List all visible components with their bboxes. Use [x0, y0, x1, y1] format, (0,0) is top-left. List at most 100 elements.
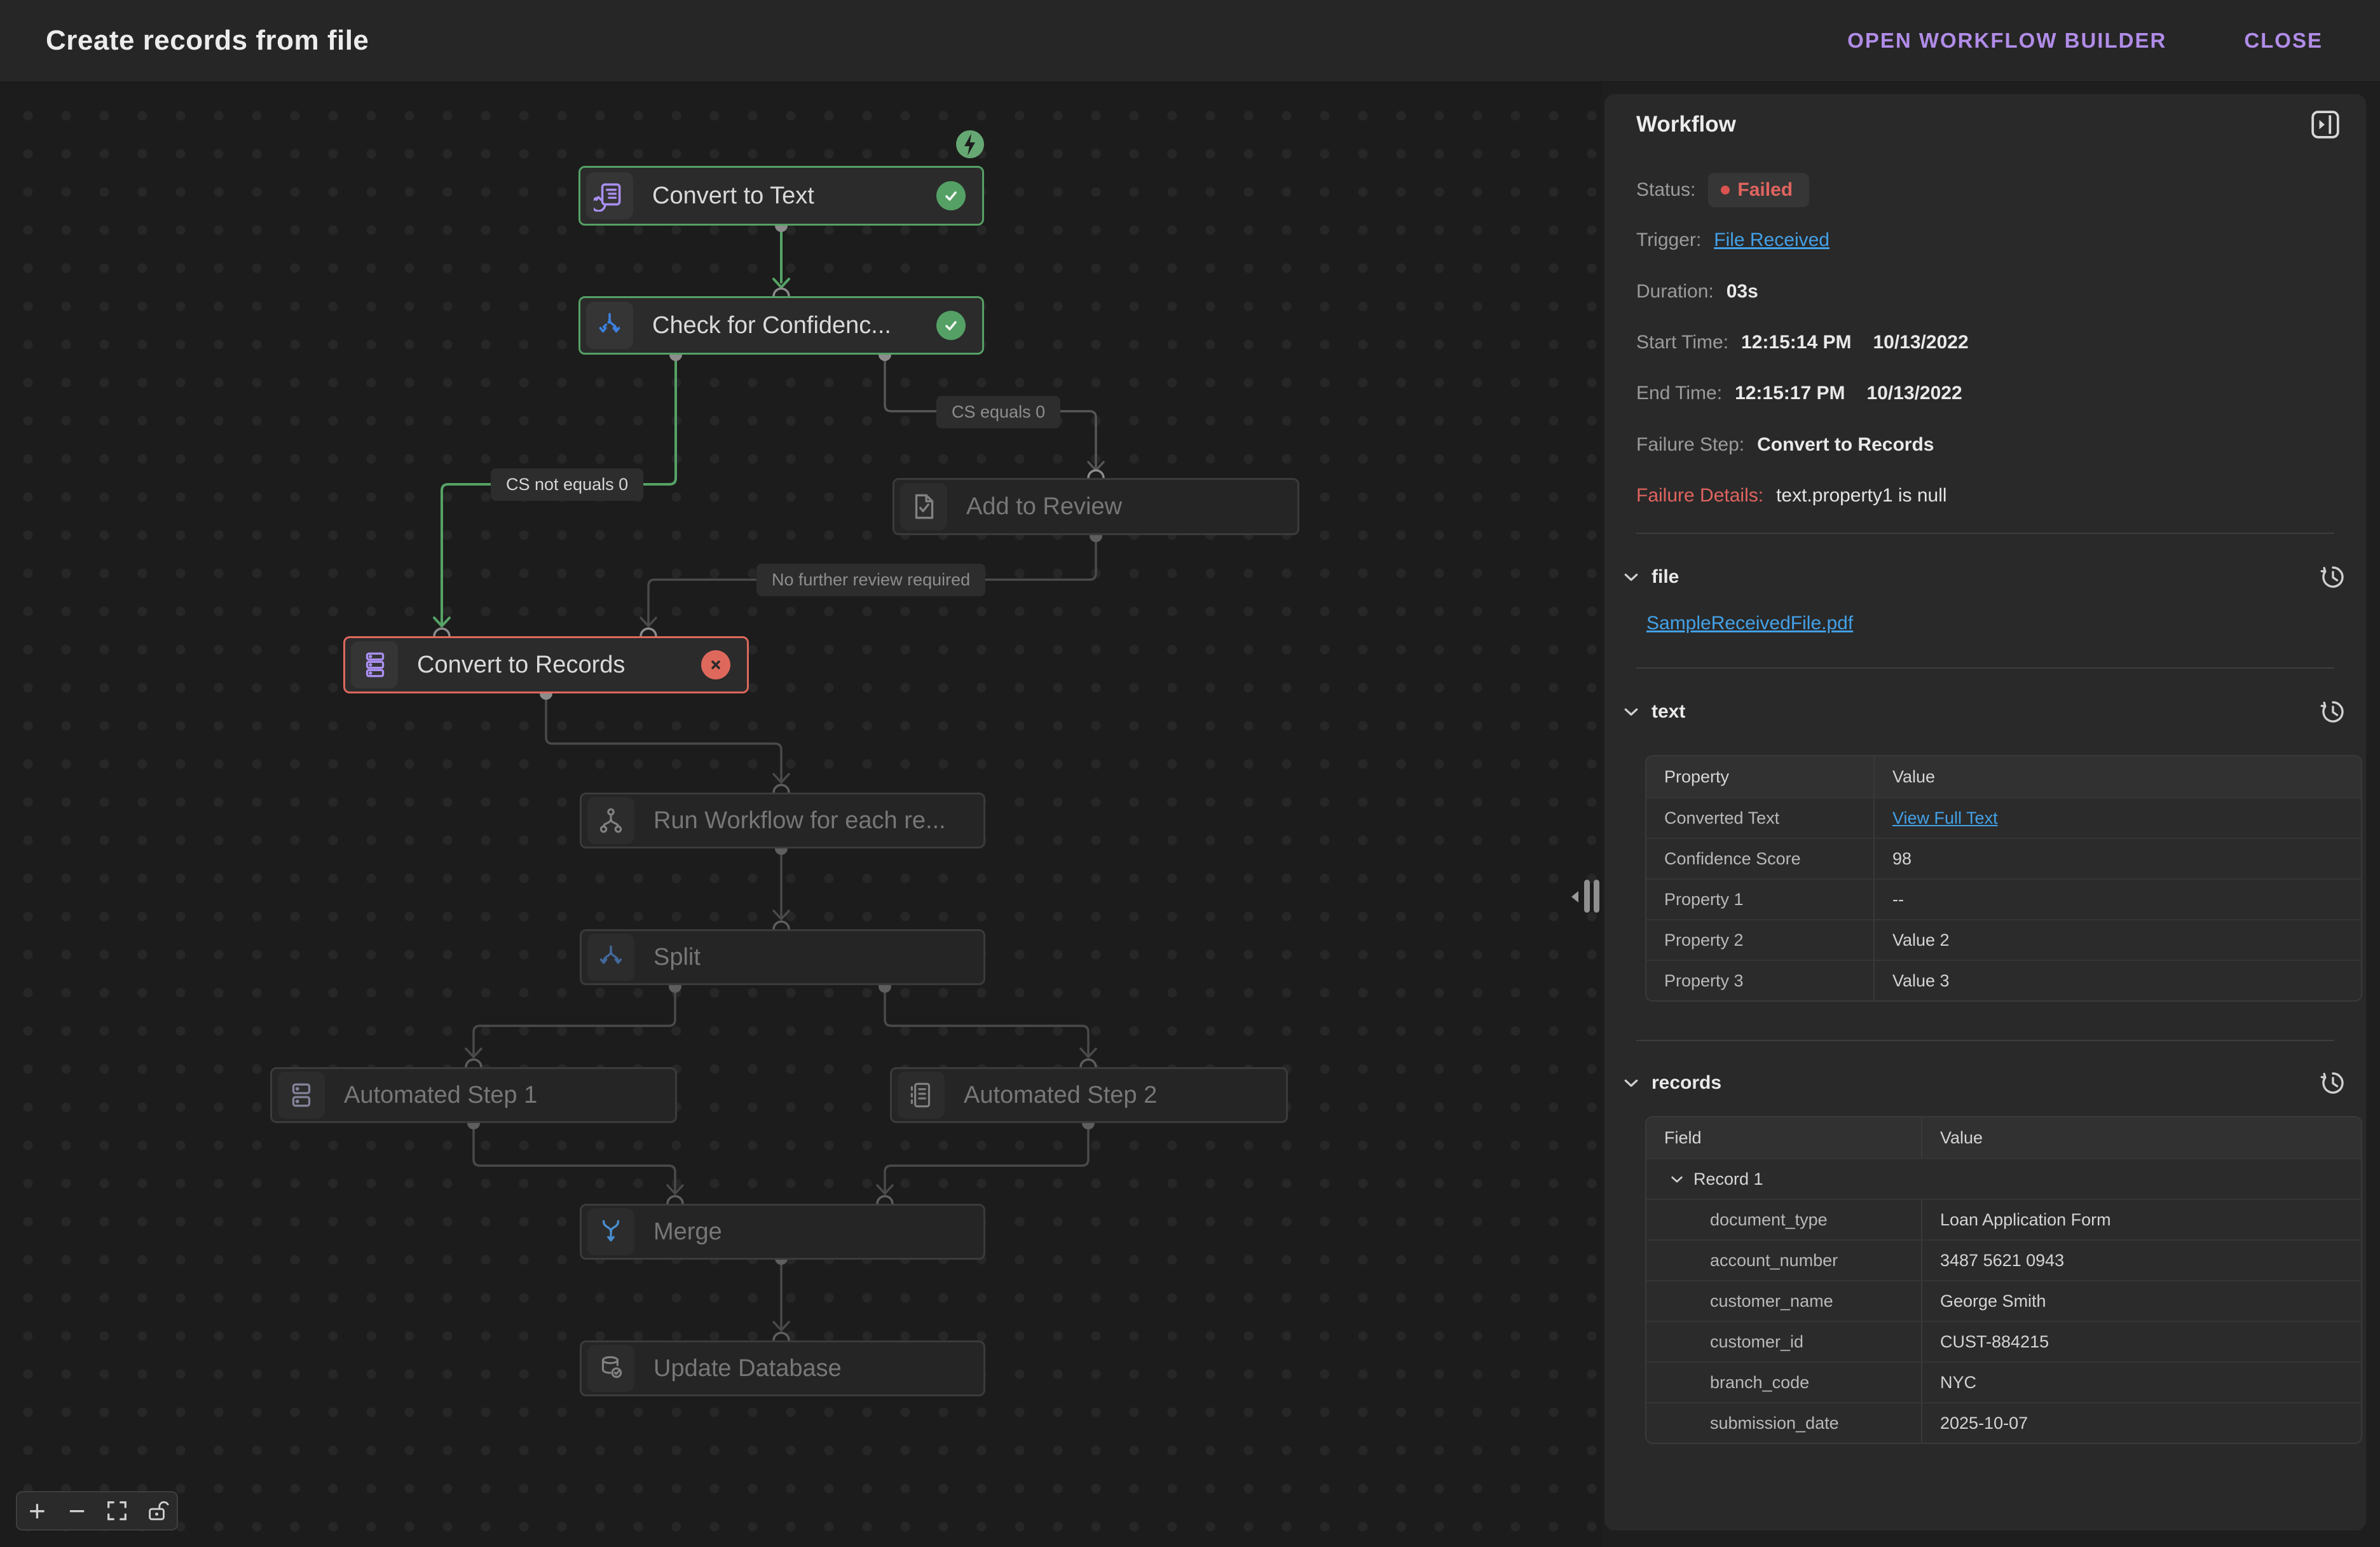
history-icon[interactable] [2318, 697, 2348, 727]
document-list-icon [898, 1072, 945, 1119]
failure-step-value: Convert to Records [1757, 434, 1934, 455]
records-table: Field Value Record 1 document_type Loan … [1645, 1116, 2362, 1444]
text-properties-table: Property Value Converted Text View Full … [1645, 755, 2362, 1002]
table-row: Property 3 Value 3 [1646, 960, 2361, 1000]
start-date-value: 10/13/2022 [1873, 332, 1969, 353]
chevron-down-icon[interactable] [1624, 1076, 1643, 1090]
table-row: account_number 3487 5621 0943 [1646, 1239, 2361, 1280]
panel-title: Workflow [1636, 112, 1736, 137]
divider [1636, 667, 2334, 669]
unlock-button[interactable] [142, 1496, 172, 1526]
table-row: Property 2 Value 2 [1646, 919, 2361, 960]
top-bar: Create records from file OPEN WORKFLOW B… [0, 0, 2380, 83]
column-header: Field [1664, 1128, 1702, 1147]
failure-details-row: Failure Details: text.property1 is null [1636, 480, 2334, 511]
table-row: Property 1 -- [1646, 878, 2361, 919]
failure-details-value: text.property1 is null [1776, 485, 1947, 506]
start-time-value: 12:15:14 PM [1741, 332, 1852, 353]
table-row: Confidence Score 98 [1646, 838, 2361, 878]
view-full-text-link[interactable]: View Full Text [1892, 808, 1998, 828]
node-label: Run Workflow for each re... [653, 807, 946, 834]
error-icon [701, 650, 730, 679]
history-icon[interactable] [2318, 1068, 2348, 1098]
record-group-row[interactable]: Record 1 [1646, 1158, 2361, 1199]
trigger-link[interactable]: File Received [1714, 229, 1829, 250]
node-merge[interactable]: Merge [580, 1204, 985, 1260]
node-update-database[interactable]: Update Database [580, 1340, 985, 1396]
table-row: branch_code NYC [1646, 1361, 2361, 1402]
open-workflow-builder-button[interactable]: OPEN WORKFLOW BUILDER [1843, 28, 2170, 53]
duration-value: 03s [1726, 281, 1758, 302]
zoom-out-button[interactable]: − [62, 1496, 92, 1526]
node-label: Update Database [653, 1354, 842, 1382]
divider [1636, 1040, 2334, 1041]
fit-view-button[interactable] [102, 1496, 132, 1526]
database-update-icon [587, 1345, 634, 1392]
history-icon[interactable] [2318, 562, 2348, 592]
node-split[interactable]: Split [580, 929, 985, 985]
failure-step-label: Failure Step: [1636, 434, 1745, 455]
node-label: Check for Confidenc... [652, 311, 891, 339]
node-check-for-confidence[interactable]: Check for Confidenc... [578, 296, 984, 355]
table-row: submission_date 2025-10-07 [1646, 1402, 2361, 1443]
edge-label-cs-equals-0: CS equals 0 [936, 396, 1061, 428]
end-time-row: End Time: 12:15:17 PM 10/13/2022 [1636, 378, 2334, 409]
node-label: Convert to Records [417, 651, 626, 678]
success-icon [936, 311, 966, 340]
trigger-row: Trigger: File Received [1636, 225, 2334, 256]
panel-resize-handle[interactable] [1571, 880, 1601, 914]
node-convert-to-text[interactable]: Convert to Text [578, 166, 984, 226]
chevron-down-icon [1671, 1176, 1683, 1182]
table-header-row: Field Value [1646, 1117, 2361, 1158]
node-label: Add to Review [966, 493, 1123, 520]
collapse-left-icon [1571, 891, 1578, 903]
node-add-to-review[interactable]: Add to Review [892, 478, 1299, 535]
trigger-lightning-icon[interactable] [956, 130, 984, 158]
failure-step-row: Failure Step: Convert to Records [1636, 430, 2334, 460]
chevron-down-icon[interactable] [1624, 570, 1643, 584]
node-convert-to-records[interactable]: Convert to Records [343, 636, 749, 693]
page-title: Create records from file [46, 25, 369, 56]
file-link[interactable]: SampleReceivedFile.pdf [1646, 613, 1854, 634]
merge-icon [587, 1208, 634, 1255]
workflow-canvas[interactable]: CS equals 0 CS not equals 0 No further r… [0, 83, 1602, 1547]
records-section-header: records [1624, 1067, 2348, 1100]
start-time-label: Start Time: [1636, 332, 1729, 353]
chevron-down-icon[interactable] [1624, 705, 1643, 719]
trigger-label: Trigger: [1636, 229, 1702, 250]
node-automated-step-2[interactable]: Automated Step 2 [890, 1067, 1288, 1123]
server-icon [278, 1072, 325, 1119]
workflow-details-panel: Workflow Status: Failed Trigger: File Re… [1604, 94, 2366, 1530]
node-label: Convert to Text [652, 182, 814, 209]
duration-label: Duration: [1636, 281, 1714, 302]
node-label: Automated Step 2 [964, 1081, 1158, 1108]
end-time-label: End Time: [1636, 383, 1723, 404]
node-label: Automated Step 1 [344, 1081, 538, 1108]
text-section-header: text [1624, 695, 2348, 728]
node-run-workflow-for-each[interactable]: Run Workflow for each re... [580, 793, 985, 848]
table-row: customer_id CUST-884215 [1646, 1321, 2361, 1361]
split-icon [587, 934, 634, 981]
top-bar-actions: OPEN WORKFLOW BUILDER CLOSE [1843, 28, 2327, 53]
edge-label-no-further-review: No further review required [756, 564, 986, 596]
table-header-row: Property Value [1646, 756, 2361, 797]
file-section-header: file [1624, 561, 2348, 594]
collapse-panel-icon[interactable] [2310, 109, 2341, 140]
document-convert-icon [586, 172, 633, 219]
close-button[interactable]: CLOSE [2240, 28, 2327, 53]
status-label: Status: [1636, 179, 1696, 200]
node-automated-step-1[interactable]: Automated Step 1 [270, 1067, 677, 1123]
status-dot-icon [1721, 186, 1730, 194]
status-row: Status: Failed [1636, 172, 2334, 208]
table-row: customer_name George Smith [1646, 1280, 2361, 1321]
zoom-in-button[interactable]: + [22, 1496, 52, 1526]
column-header: Value [1921, 1117, 2361, 1158]
divider [1636, 533, 2334, 534]
end-time-value: 12:15:17 PM [1735, 383, 1845, 404]
node-label: Merge [653, 1218, 722, 1245]
column-header: Property [1664, 767, 1730, 786]
success-icon [936, 181, 966, 210]
canvas-controls: + − [16, 1491, 178, 1530]
table-row: Converted Text View Full Text [1646, 797, 2361, 838]
